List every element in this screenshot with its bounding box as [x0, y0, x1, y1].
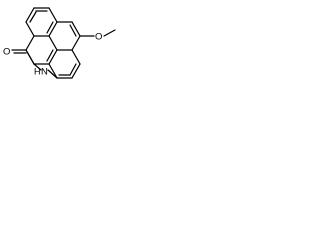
bond	[71, 35, 81, 51]
amide-nitrogen-label: N	[41, 67, 48, 78]
bond	[71, 49, 81, 65]
double-bond-inner	[46, 21, 54, 34]
methoxy-oxygen-label: O	[95, 32, 102, 43]
bond	[48, 7, 58, 23]
double-bond-inner	[69, 63, 77, 76]
carbonyl-oxygen-label: O	[3, 47, 10, 58]
molecule-drawing: O N H O	[3, 7, 116, 79]
bond	[48, 49, 58, 65]
bond	[47, 69, 58, 79]
middle-ring	[25, 35, 58, 65]
bond	[48, 35, 58, 51]
bond	[25, 21, 35, 37]
bond	[103, 29, 116, 37]
bond	[25, 49, 35, 65]
double-bond-inner	[69, 24, 77, 37]
bond	[71, 63, 81, 79]
right-aromatic-ring	[48, 21, 81, 79]
bond	[25, 7, 35, 23]
bond	[33, 63, 42, 71]
amide-carbonyl-group: O	[3, 47, 35, 65]
bond	[48, 21, 58, 37]
bond	[71, 21, 81, 37]
bond	[48, 63, 58, 79]
structure-canvas: O N H O	[0, 0, 128, 90]
methoxy-group: O	[79, 29, 116, 43]
double-bond-inner	[46, 49, 54, 62]
amide-nitrogen-group: N H	[33, 63, 58, 79]
top-aromatic-ring	[25, 7, 58, 37]
amide-hydrogen-label: H	[34, 66, 41, 76]
double-bond-inner	[29, 11, 37, 23]
bond	[25, 35, 35, 51]
